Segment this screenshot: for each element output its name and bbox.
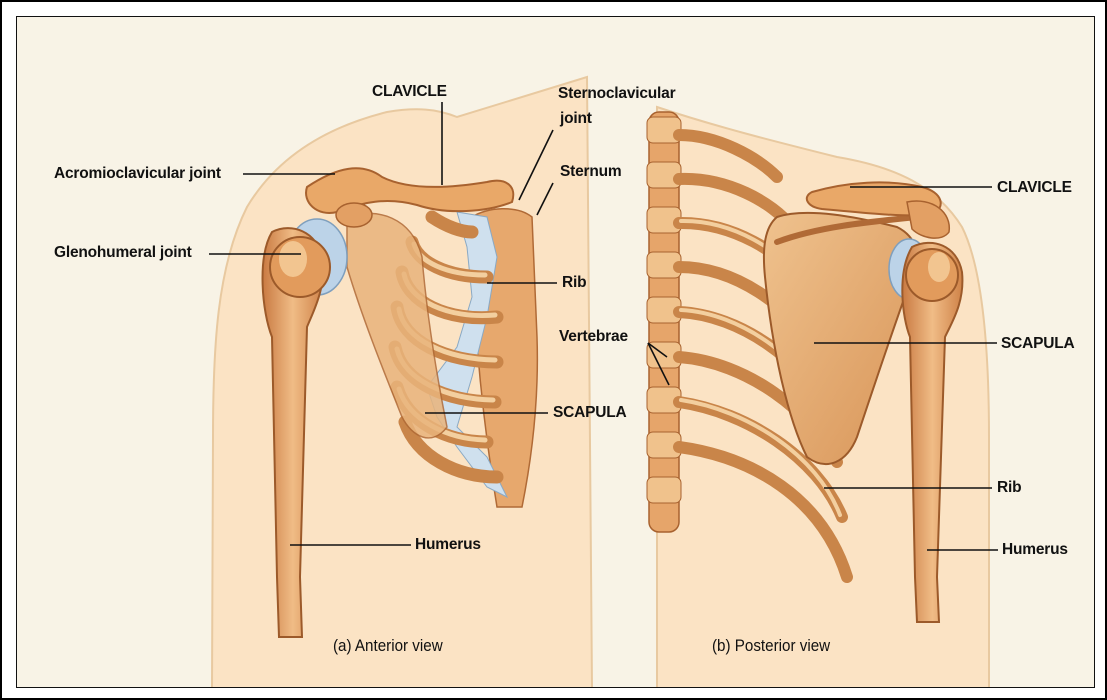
posterior-view	[647, 107, 989, 688]
label-humerus-anterior: Humerus	[415, 536, 481, 554]
illustration-panel: CLAVICLE Sternoclavicular joint Acromioc…	[16, 16, 1095, 688]
label-acromioclavicular-joint: Acromioclavicular joint	[54, 165, 221, 183]
label-clavicle-anterior: CLAVICLE	[372, 83, 447, 101]
label-clavicle-posterior: CLAVICLE	[997, 179, 1072, 197]
label-humerus-posterior: Humerus	[1002, 541, 1068, 559]
vertebra-9	[647, 477, 681, 503]
shoulder-illustration	[17, 17, 1095, 688]
label-rib-posterior: Rib	[997, 479, 1021, 497]
label-rib-anterior: Rib	[562, 274, 586, 292]
label-glenohumeral-joint: Glenohumeral joint	[54, 244, 192, 262]
anterior-humeral-head-highlight	[279, 241, 307, 277]
label-scapula-anterior: SCAPULA	[553, 404, 627, 422]
posterior-humeral-head-highlight	[928, 252, 950, 282]
caption-posterior-view: (b) Posterior view	[712, 637, 830, 656]
label-sternum: Sternum	[560, 163, 621, 181]
label-sternoclavicular-line2: joint	[560, 110, 592, 128]
label-scapula-posterior: SCAPULA	[1001, 335, 1075, 353]
coracoid-process	[336, 203, 372, 227]
caption-anterior-view: (a) Anterior view	[333, 637, 443, 656]
label-sternoclavicular-line1: Sternoclavicular	[558, 85, 675, 103]
label-vertebrae: Vertebrae	[559, 328, 628, 346]
